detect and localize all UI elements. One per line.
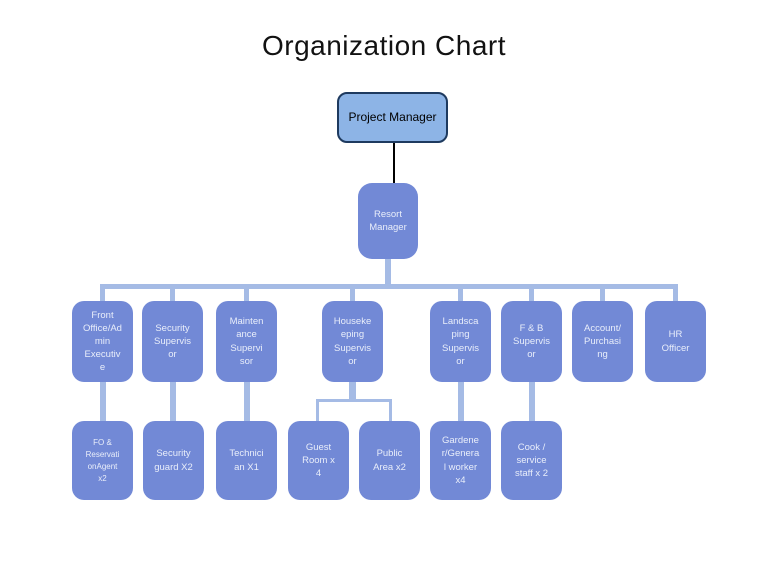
- connector-security-to-guard: [170, 382, 176, 421]
- node-public-area: Public Area x2: [359, 421, 420, 500]
- node-guest-room: Guest Room x 4: [288, 421, 349, 500]
- node-fo-reservation-agent: FO & Reservati onAgent x2: [72, 421, 133, 500]
- node-account-purchasing: Account/ Purchasi ng: [572, 301, 633, 382]
- connector-drop-front-office: [100, 289, 105, 301]
- connector-housekeeping-to-public-area: [389, 399, 392, 421]
- connector-drop-hr-officer: [673, 289, 678, 301]
- connector-landscaping-to-gardener: [458, 382, 464, 421]
- connector-housekeeping-bar: [316, 399, 392, 402]
- node-housekeeping-supervisor: Houseke eping Supervis or: [322, 301, 383, 382]
- connector-drop-maintenance-supervisor: [244, 289, 249, 301]
- node-cook-service-staff: Cook / service staff x 2: [501, 421, 562, 500]
- connector-drop-security-supervisor: [170, 289, 175, 301]
- node-gardener-general-worker: Gardene r/Genera l worker x4: [430, 421, 491, 500]
- connector-housekeeping-to-guest-room: [316, 399, 319, 421]
- node-security-guard: Security guard X2: [143, 421, 204, 500]
- connector-drop-fb-supervisor: [529, 289, 534, 301]
- chart-title: Organization Chart: [261, 30, 506, 61]
- connector-housekeeping-stem: [349, 382, 356, 401]
- node-technician: Technici an X1: [216, 421, 277, 500]
- connector-fb-to-cook: [529, 382, 535, 421]
- node-resort-manager: Resort Manager: [358, 183, 418, 259]
- node-project-manager: Project Manager: [337, 92, 448, 143]
- connector-drop-landscaping-supervisor: [458, 289, 463, 301]
- connector-drop-housekeeping-supervisor: [350, 289, 355, 301]
- node-landscaping-supervisor: Landsca ping Supervis or: [430, 301, 491, 382]
- connector-drop-account-purchasing: [600, 289, 605, 301]
- connector-maintenance-to-technician: [244, 382, 250, 421]
- connector-resort-manager-stem: [385, 259, 391, 284]
- connector-front-office-to-agent: [100, 382, 106, 421]
- node-hr-officer: HR Officer: [645, 301, 706, 382]
- node-security-supervisor: Security Supervis or: [142, 301, 203, 382]
- node-fb-supervisor: F & B Supervis or: [501, 301, 562, 382]
- node-maintenance-supervisor: Mainten ance Supervi sor: [216, 301, 277, 382]
- connector-project-manager-resort-manager: [393, 143, 395, 183]
- node-front-office-admin-executive: Front Office/Ad min Executiv e: [72, 301, 133, 382]
- connector-level3-bus: [100, 284, 678, 289]
